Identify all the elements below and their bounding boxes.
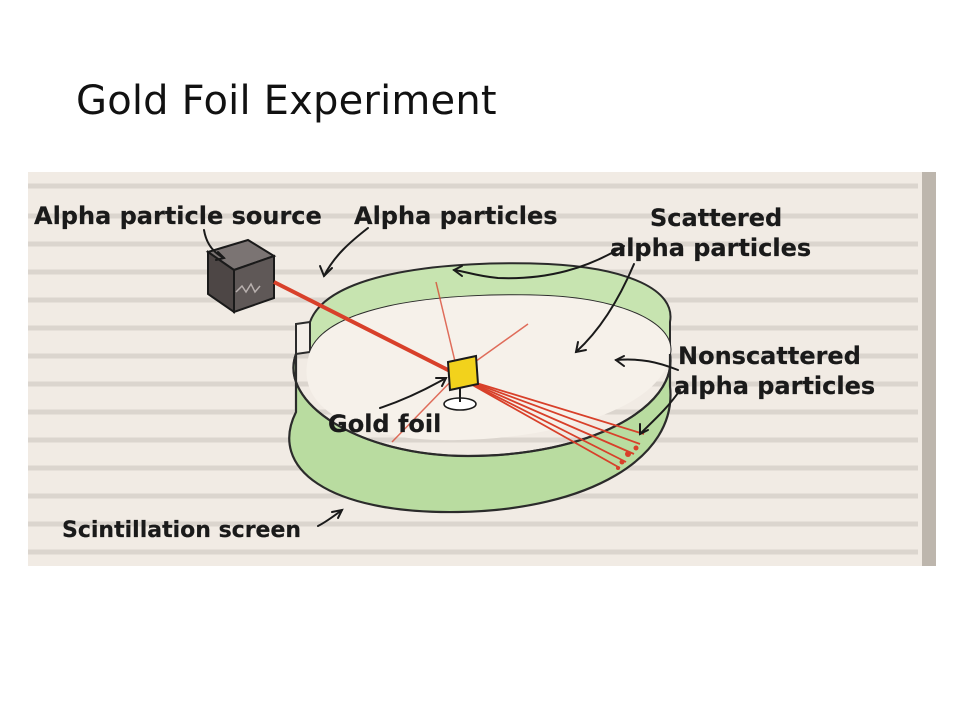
screen-ring-gap bbox=[295, 320, 311, 356]
alpha-source-box bbox=[205, 238, 277, 314]
screen-ring-top-edge bbox=[292, 353, 672, 458]
page-edge-shadow bbox=[922, 172, 936, 566]
slide-title: Gold Foil Experiment bbox=[76, 78, 497, 124]
nonscattered-rays bbox=[459, 377, 645, 469]
label-alpha-source: Alpha particle source bbox=[34, 202, 322, 230]
label-gold-foil: Gold foil bbox=[328, 410, 442, 438]
label-scattered-line2: alpha particles bbox=[610, 234, 812, 262]
label-scintillation-screen: Scintillation screen bbox=[62, 518, 302, 543]
gold-foil-sheet bbox=[446, 354, 480, 392]
label-nonscattered-line1: Nonscattered bbox=[678, 342, 861, 370]
hit-spots bbox=[616, 445, 639, 470]
diagram-illustration bbox=[28, 172, 936, 566]
gold-foil-diagram: Alpha particle source Alpha particles Sc… bbox=[28, 172, 936, 566]
gold-foil-stand bbox=[443, 354, 480, 411]
screen-ring-floor bbox=[306, 295, 671, 441]
pointer-arrows bbox=[203, 227, 681, 527]
alpha-beam bbox=[273, 280, 453, 374]
label-nonscattered-line2: alpha particles bbox=[674, 372, 876, 400]
label-alpha-particles: Alpha particles bbox=[354, 202, 558, 230]
label-scattered-line1: Scattered bbox=[650, 204, 783, 232]
